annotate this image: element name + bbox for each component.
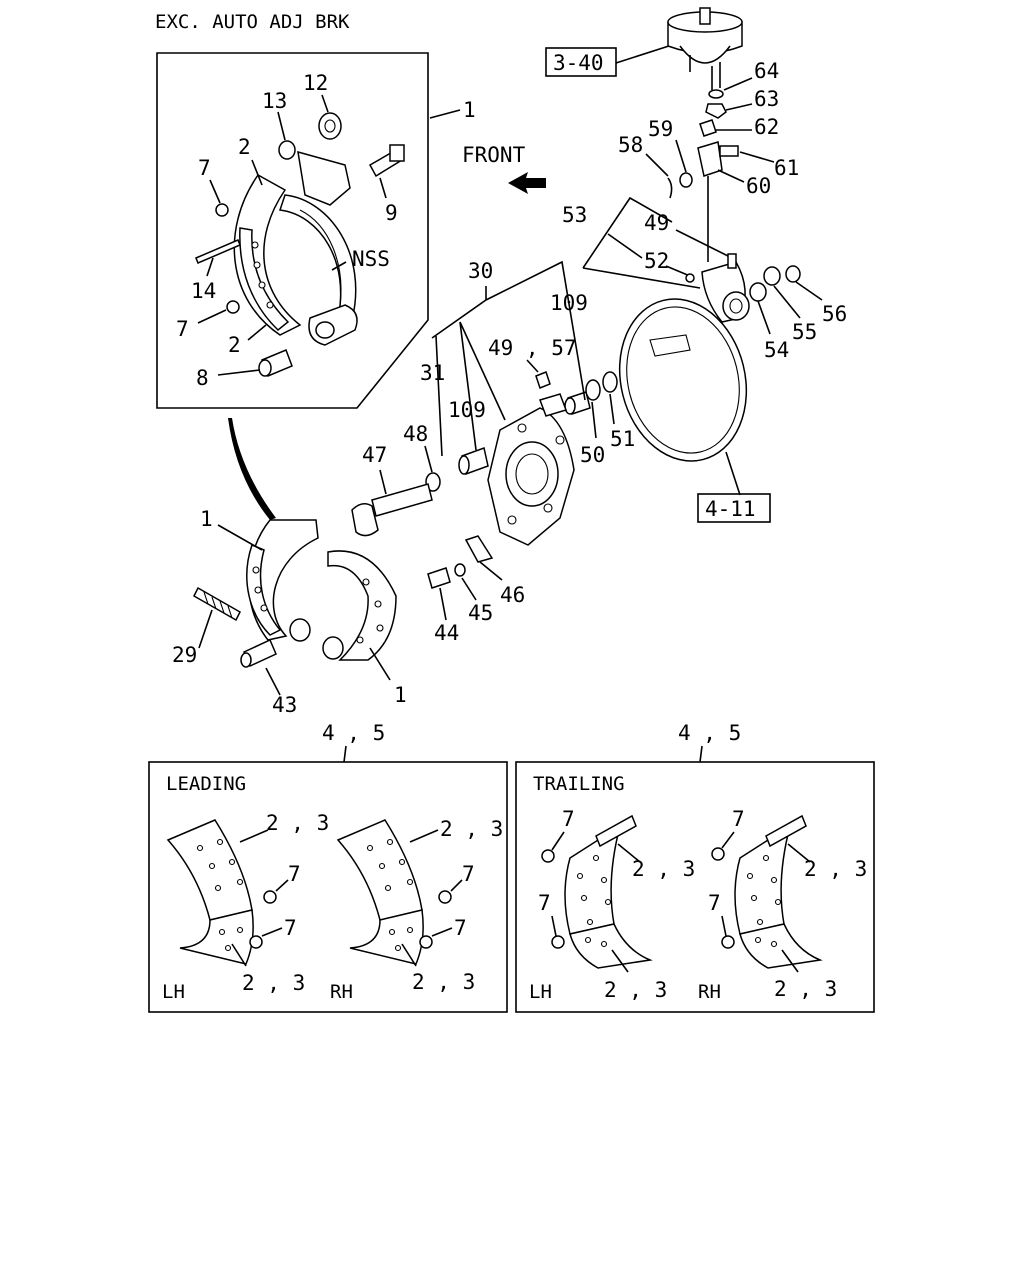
svg-text:FRONT: FRONT bbox=[462, 143, 526, 167]
svg-text:LEADING: LEADING bbox=[166, 773, 246, 795]
diagram-title: EXC. AUTO ADJ BRK bbox=[155, 11, 350, 33]
camshaft bbox=[351, 469, 433, 537]
svg-text:2 , 3: 2 , 3 bbox=[804, 857, 867, 881]
svg-text:2 , 3: 2 , 3 bbox=[632, 857, 695, 881]
callout-7-bottom: 7 bbox=[176, 317, 189, 341]
callout-61: 61 bbox=[774, 156, 799, 180]
callout-1-front-shoe: 1 bbox=[200, 507, 213, 531]
slack-adjuster bbox=[582, 196, 823, 335]
callout-29: 29 bbox=[172, 643, 197, 667]
svg-text:7: 7 bbox=[284, 916, 297, 940]
callout-2-bottom: 2 bbox=[228, 333, 241, 357]
svg-text:RH: RH bbox=[330, 981, 353, 1003]
svg-text:3-40: 3-40 bbox=[553, 51, 604, 75]
trailing-linings-panel: 4 , 5 TRAILING 7 7 2 , 3 2 , 3 LH bbox=[515, 721, 875, 1013]
svg-text:7: 7 bbox=[708, 891, 721, 915]
front-indicator: FRONT bbox=[462, 143, 546, 194]
svg-text:7: 7 bbox=[538, 891, 551, 915]
svg-text:7: 7 bbox=[462, 862, 475, 886]
spider-bracket bbox=[487, 393, 575, 546]
return-spring bbox=[193, 586, 241, 622]
callout-14: 14 bbox=[191, 279, 216, 303]
callout-62: 62 bbox=[754, 115, 779, 139]
callout-63: 63 bbox=[754, 87, 779, 111]
svg-text:LH: LH bbox=[162, 981, 185, 1003]
callout-9: 9 bbox=[385, 201, 398, 225]
svg-text:4 , 5: 4 , 5 bbox=[322, 721, 385, 745]
brake-chamber: 3-40 bbox=[545, 7, 743, 90]
brake-shoe-rear bbox=[322, 550, 397, 661]
callout-8: 8 bbox=[196, 366, 209, 390]
callout-1-rear-shoe: 1 bbox=[394, 683, 407, 707]
svg-text:2 , 3: 2 , 3 bbox=[412, 970, 475, 994]
callout-64: 64 bbox=[754, 59, 779, 83]
callout-31: 31 bbox=[420, 361, 445, 385]
leading-linings-panel: 4 , 5 LEADING 2 , 3 7 7 2 , 3 LH bbox=[148, 721, 508, 1013]
svg-text:2 , 3: 2 , 3 bbox=[242, 971, 305, 995]
callout-56: 56 bbox=[822, 302, 847, 326]
svg-text:4 , 5: 4 , 5 bbox=[678, 721, 741, 745]
callout-2-top: 2 bbox=[238, 135, 251, 159]
callout-109-center: 109 bbox=[448, 398, 486, 422]
backing-plate: 4-11 bbox=[618, 298, 771, 523]
callout-53: 53 bbox=[562, 203, 587, 227]
svg-text:7: 7 bbox=[288, 862, 301, 886]
callout-58: 58 bbox=[618, 133, 643, 157]
svg-text:2 , 3: 2 , 3 bbox=[266, 811, 329, 835]
callout-50: 50 bbox=[580, 443, 605, 467]
detail-arrow bbox=[228, 418, 276, 520]
shoe-detail-inset bbox=[156, 52, 461, 409]
callout-7-top: 7 bbox=[198, 156, 211, 180]
svg-text:2 , 3: 2 , 3 bbox=[440, 817, 503, 841]
svg-text:7: 7 bbox=[562, 807, 575, 831]
svg-text:TRAILING: TRAILING bbox=[533, 773, 625, 795]
callout-13: 13 bbox=[262, 89, 287, 113]
svg-text:LH: LH bbox=[529, 981, 552, 1003]
svg-text:2 , 3: 2 , 3 bbox=[774, 977, 837, 1001]
callout-46: 46 bbox=[500, 583, 525, 607]
callout-49-top: 49 bbox=[644, 211, 669, 235]
callout-nss: NSS bbox=[352, 247, 390, 271]
svg-text:2 , 3: 2 , 3 bbox=[604, 978, 667, 1002]
callout-55: 55 bbox=[792, 320, 817, 344]
callout-43: 43 bbox=[272, 693, 297, 717]
callout-44: 44 bbox=[434, 621, 459, 645]
callout-59: 59 bbox=[648, 117, 673, 141]
callout-49-57: 49 , 57 bbox=[488, 336, 577, 360]
svg-text:7: 7 bbox=[732, 807, 745, 831]
svg-text:7: 7 bbox=[454, 916, 467, 940]
callout-48: 48 bbox=[403, 422, 428, 446]
callout-60: 60 bbox=[746, 174, 771, 198]
callout-47: 47 bbox=[362, 443, 387, 467]
callout-51: 51 bbox=[610, 427, 635, 451]
callout-52: 52 bbox=[644, 249, 669, 273]
spider-group-bracket bbox=[431, 260, 586, 457]
callout-1-inset: 1 bbox=[463, 98, 476, 122]
callout-45: 45 bbox=[468, 601, 493, 625]
callout-54: 54 bbox=[764, 338, 789, 362]
callout-30: 30 bbox=[468, 259, 493, 283]
clevis-assembly bbox=[645, 139, 775, 262]
svg-text:RH: RH bbox=[698, 981, 721, 1003]
callout-12: 12 bbox=[303, 71, 328, 95]
svg-text:4-11: 4-11 bbox=[705, 497, 756, 521]
brake-shoe-front bbox=[246, 519, 319, 642]
